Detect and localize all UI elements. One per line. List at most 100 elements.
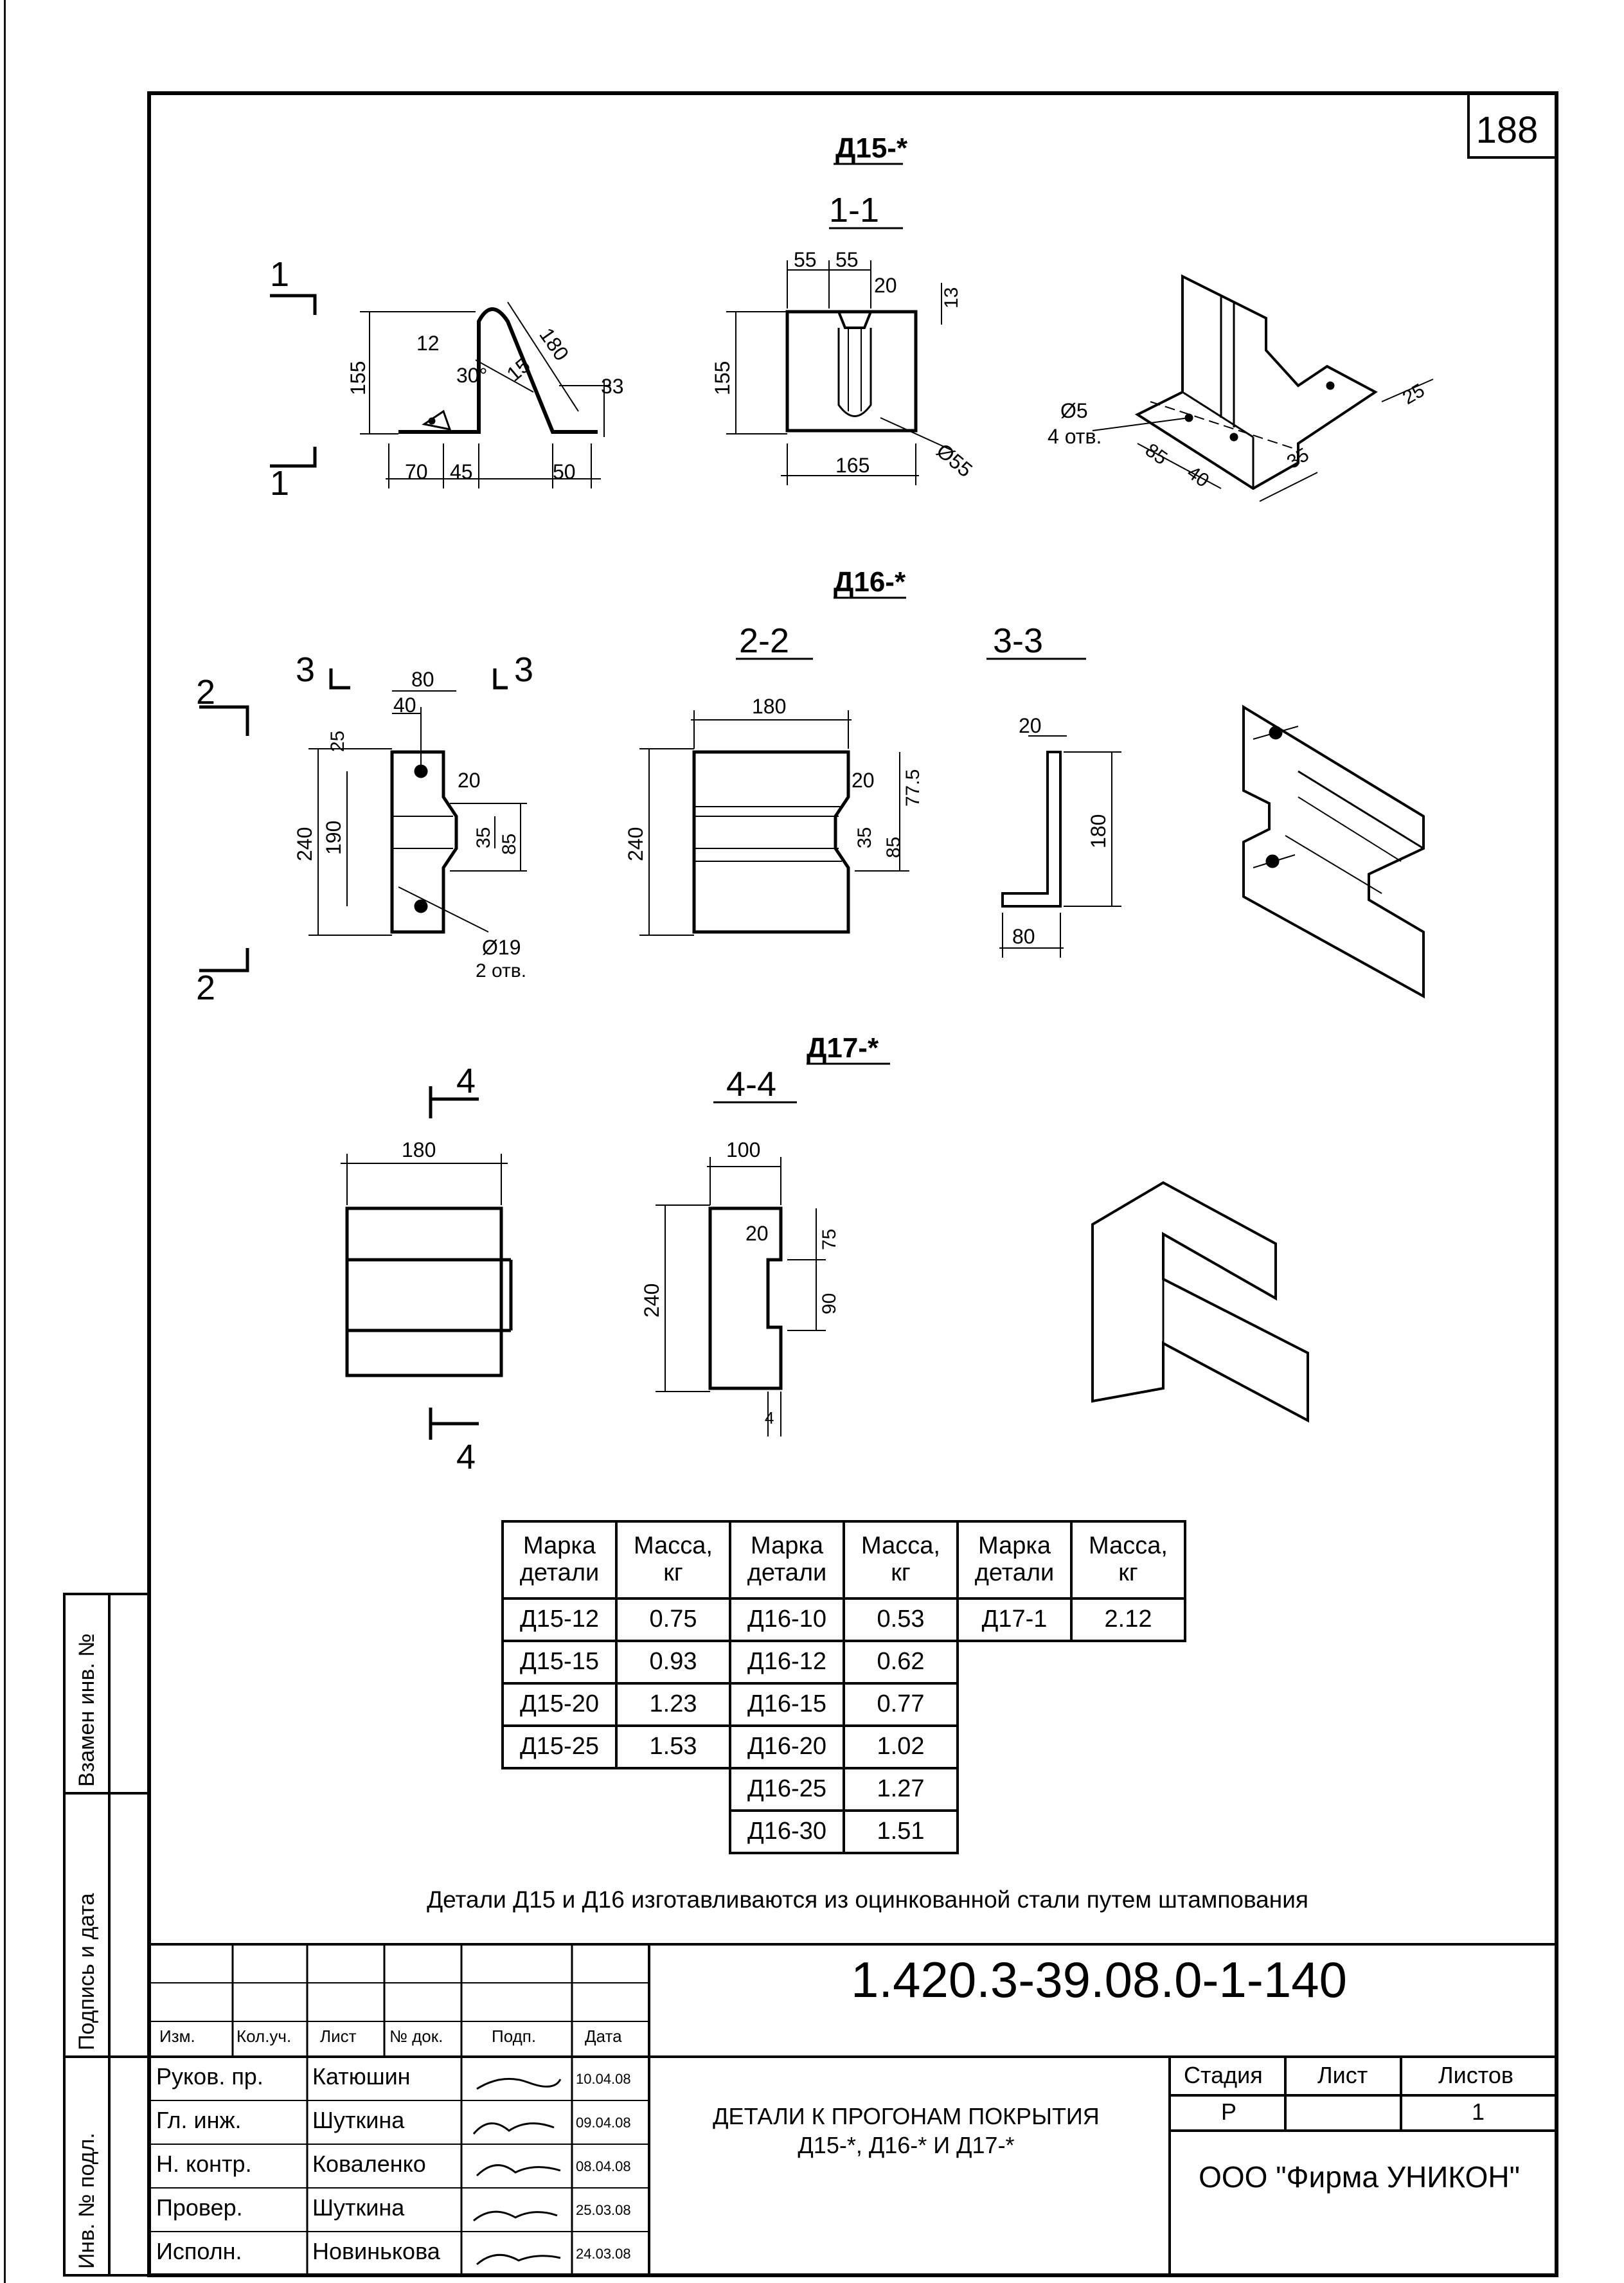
table-cell-empty bbox=[1071, 1768, 1185, 1811]
signer-role: Гл. инж. bbox=[156, 2107, 242, 2133]
dim-text: 80 bbox=[1012, 925, 1035, 948]
sheets-value: 1 bbox=[1472, 2099, 1485, 2125]
table-cell-empty bbox=[1071, 1726, 1185, 1768]
dim-text: 55 bbox=[794, 248, 817, 271]
col-header-list: Лист bbox=[320, 2027, 357, 2046]
dim-text: 50 bbox=[553, 460, 576, 483]
table-cell: 0.77 bbox=[843, 1682, 959, 1727]
dim-text: 20 bbox=[458, 769, 481, 792]
d15-heading: Д15-* bbox=[835, 132, 908, 164]
d17-drawings bbox=[341, 1062, 1309, 1440]
dim-text: 40 bbox=[1183, 462, 1213, 492]
table-cell-empty bbox=[958, 1811, 1071, 1853]
section-mark-1-top: 1 bbox=[270, 255, 289, 294]
signer-role: Провер. bbox=[156, 2194, 243, 2221]
section-mark-3-left: 3 bbox=[296, 650, 315, 689]
dim-text: 180 bbox=[402, 1138, 436, 1161]
table-cell-empty bbox=[958, 1726, 1071, 1768]
dim-text: 240 bbox=[293, 827, 316, 861]
signer-name: Шуткина bbox=[312, 2194, 405, 2221]
table-cell: 1.51 bbox=[843, 1809, 959, 1854]
dim-text: 20 bbox=[874, 274, 897, 297]
dim-text: 40 bbox=[393, 694, 416, 717]
table-cell-empty bbox=[958, 1683, 1071, 1726]
dim-text: 4 bbox=[765, 1408, 774, 1428]
dim-text: 30° bbox=[456, 364, 487, 387]
manufacturing-note: Детали Д15 и Д16 изготавливаются из оцин… bbox=[427, 1886, 1308, 1913]
d15-drawings bbox=[270, 163, 1434, 502]
section-mark-2-top: 2 bbox=[196, 673, 215, 712]
section-mark-4-bottom: 4 bbox=[456, 1438, 476, 1476]
table-cell: 1.27 bbox=[843, 1767, 959, 1812]
section-mark-4-top: 4 bbox=[456, 1062, 476, 1100]
col-header-izm: Изм. bbox=[159, 2027, 195, 2046]
side-stamp-original-inv: Инв. № подл. bbox=[75, 2133, 99, 2269]
dim-text: 180 bbox=[535, 323, 573, 364]
table-header-cell: Масса,кг bbox=[615, 1520, 731, 1600]
table-cell-empty bbox=[1071, 1641, 1185, 1683]
table-cell-empty bbox=[1071, 1811, 1185, 1853]
stage-label: Стадия bbox=[1184, 2062, 1263, 2088]
table-cell-empty bbox=[616, 1768, 730, 1811]
table-cell: 0.93 bbox=[615, 1640, 731, 1685]
dim-text: 70 bbox=[405, 460, 428, 483]
table-cell: 0.53 bbox=[843, 1597, 959, 1642]
table-cell: 1.53 bbox=[615, 1724, 731, 1769]
dim-text: 85 bbox=[499, 834, 520, 855]
table-cell-empty bbox=[1071, 1683, 1185, 1726]
firm-name: ООО "Фирма УНИКОН" bbox=[1199, 2160, 1520, 2194]
table-row: Д15-25 1.53 Д16-20 1.02 bbox=[501, 1724, 1185, 1769]
table-cell: Д15-15 bbox=[501, 1640, 618, 1685]
table-cell: 0.75 bbox=[615, 1597, 731, 1642]
table-cell: Д15-12 bbox=[501, 1597, 618, 1642]
signer-name: Коваленко bbox=[312, 2151, 426, 2177]
dim-text: 240 bbox=[624, 827, 647, 861]
table-cell: Д15-25 bbox=[501, 1724, 618, 1769]
table-cell: Д15-20 bbox=[501, 1682, 618, 1727]
col-header-date: Дата bbox=[585, 2027, 622, 2046]
section-mark-3-right: 3 bbox=[514, 650, 533, 689]
dim-text: 100 bbox=[726, 1138, 760, 1161]
d17-heading: Д17-* bbox=[807, 1032, 879, 1064]
dim-text: 155 bbox=[346, 361, 370, 395]
sheet-label: Лист bbox=[1317, 2062, 1368, 2088]
dim-text: 20 bbox=[852, 769, 875, 792]
col-header-doc-no: № док. bbox=[389, 2027, 443, 2046]
side-stamp-signature-date: Подпись и дата bbox=[75, 1893, 99, 2050]
table-header-cell: Масса,кг bbox=[1070, 1520, 1186, 1600]
dim-text: 2 отв. bbox=[476, 960, 526, 981]
binding-edge-line bbox=[4, 0, 6, 2283]
dim-text: Ø55 bbox=[932, 439, 977, 481]
dim-text: 15 bbox=[502, 354, 534, 386]
sheets-label: Листов bbox=[1438, 2062, 1513, 2088]
signer-date: 08.04.08 bbox=[576, 2158, 631, 2174]
dim-text: 180 bbox=[1087, 814, 1110, 848]
signer-date: 09.04.08 bbox=[576, 2115, 631, 2131]
dim-text: 190 bbox=[322, 821, 345, 855]
dim-text: 80 bbox=[411, 668, 434, 691]
table-cell-empty bbox=[616, 1811, 730, 1853]
table-header-cell: Масса,кг bbox=[843, 1520, 959, 1600]
sheet-number: 188 bbox=[1476, 109, 1539, 151]
table-cell: Д16-10 bbox=[729, 1597, 845, 1642]
stage-value: Р bbox=[1221, 2099, 1237, 2125]
drawing-title: ДЕТАЛИ К ПРОГОНАМ ПОКРЫТИЯ Д15-*, Д16-* … bbox=[713, 2103, 1100, 2158]
signatures bbox=[472, 2077, 562, 2266]
dim-text: 75 bbox=[819, 1229, 840, 1250]
signer-name: Шуткина bbox=[312, 2107, 405, 2133]
dim-text: 180 bbox=[752, 695, 786, 718]
signer-name: Новинькова bbox=[312, 2238, 440, 2264]
dim-text: 45 bbox=[450, 460, 473, 483]
table-row: Д16-25 1.27 bbox=[503, 1767, 1185, 1812]
table-cell: Д16-20 bbox=[729, 1724, 845, 1769]
col-header-signature: Подп. bbox=[492, 2027, 537, 2046]
table-cell: 1.23 bbox=[615, 1682, 731, 1727]
signer-date: 10.04.08 bbox=[576, 2071, 631, 2087]
dim-text: 12 bbox=[416, 332, 440, 355]
side-stamp bbox=[63, 1593, 150, 2277]
drawing-labels: Д15-* 1-1 Д16-* 2-2 3-3 Д17-* 4-4 1 1 2 … bbox=[196, 132, 1428, 1476]
dim-text: Ø19 bbox=[482, 936, 521, 959]
